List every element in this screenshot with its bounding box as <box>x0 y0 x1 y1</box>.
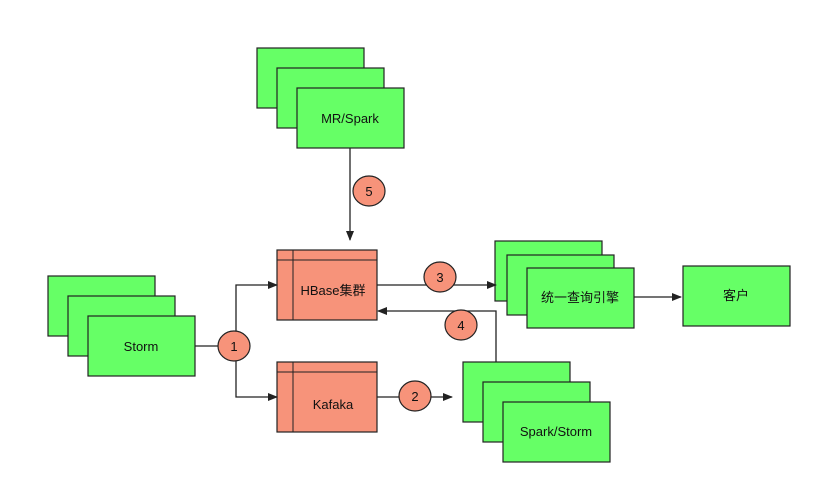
query-engine-card-front <box>526 267 635 329</box>
mr-spark-card-front <box>296 87 405 149</box>
kafaka-label: Kafaka <box>313 397 354 412</box>
step-badge-3: 3 <box>423 261 457 293</box>
step-badge-4: 4 <box>444 309 478 341</box>
hbase-label: HBase集群 <box>300 283 365 298</box>
spark-storm-card-front <box>502 401 611 463</box>
step-badge-2-label: 2 <box>411 389 418 404</box>
mr-spark-label: MR/Spark <box>321 111 379 126</box>
hbase-box <box>276 249 378 321</box>
step-badge-2: 2 <box>398 380 432 412</box>
spark-storm-node: Spark/Storm <box>462 361 611 463</box>
step-badge-3-label: 3 <box>436 270 443 285</box>
step-badge-5: 5 <box>352 175 386 207</box>
edge-step1-kafaka <box>235 361 278 401</box>
client-box <box>682 265 791 327</box>
step-badge-1-label: 1 <box>230 339 237 354</box>
storm-node: Storm <box>47 275 196 377</box>
hbase-node: HBase集群 <box>276 249 378 321</box>
client-node: 客户 <box>682 265 791 327</box>
edge-sparkstorm-hbase <box>377 307 497 362</box>
mr-spark-node: MR/Spark <box>256 47 405 149</box>
step-badge-1: 1 <box>217 330 251 362</box>
step-badge-4-label: 4 <box>457 318 464 333</box>
edge-step1-hbase <box>235 281 278 331</box>
spark-storm-label: Spark/Storm <box>520 424 592 439</box>
step-badge-5-label: 5 <box>365 184 372 199</box>
kafaka-node: Kafaka <box>276 361 378 433</box>
client-label: 客户 <box>723 288 749 303</box>
query-engine-node: 统一查询引擎 <box>494 240 635 329</box>
query-engine-label: 统一查询引擎 <box>541 290 619 305</box>
storm-label: Storm <box>124 339 159 354</box>
